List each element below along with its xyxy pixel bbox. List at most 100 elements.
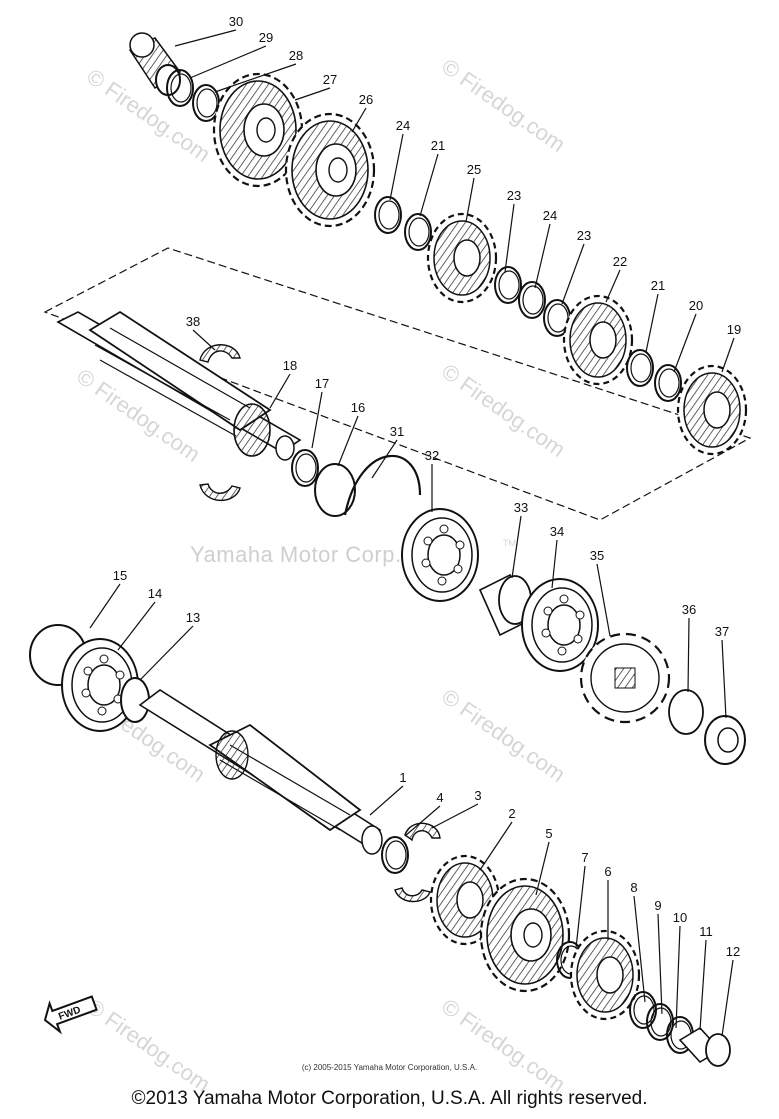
callout-leader-17: [311, 391, 323, 449]
callout-leader-24: [534, 223, 551, 289]
callout-leader-29: [189, 45, 267, 79]
part-18-main-axle: [56, 310, 302, 461]
callout-23: 23: [577, 228, 591, 243]
callout-leader-5: [535, 841, 550, 896]
watermark-site: © Firedog.com: [82, 994, 215, 1097]
watermark-site: © Firedog.com: [437, 994, 570, 1097]
callout-leader-30: [174, 29, 237, 47]
part-24-circlip: [374, 196, 402, 234]
callout-17: 17: [315, 376, 329, 391]
callout-leader-2: [479, 821, 513, 871]
part-36-lock-washer: [668, 689, 704, 735]
callout-leader-36: [687, 617, 690, 693]
callout-38: 38: [186, 314, 200, 329]
part-13-seal: [120, 677, 150, 723]
part-23-washer: [494, 266, 522, 304]
callout-1: 1: [399, 770, 406, 785]
part-35-sprocket: [579, 632, 671, 724]
callout-24: 24: [396, 118, 410, 133]
callout-leader-27: [294, 87, 331, 101]
callout-18: 18: [283, 358, 297, 373]
callout-leader-35: [596, 563, 611, 637]
callout-19: 19: [727, 322, 741, 337]
callout-leader-15: [89, 583, 121, 629]
callout-16: 16: [351, 400, 365, 415]
part-9-circlip: [646, 1003, 674, 1041]
callout-leader-1: [369, 785, 404, 816]
watermark-site: © Firedog.com: [437, 359, 570, 462]
callout-13: 13: [186, 610, 200, 625]
callout-leader-23: [561, 243, 585, 305]
watermark-site: © Firedog.com: [437, 684, 570, 787]
callout-34: 34: [550, 524, 564, 539]
part-12-cap: [705, 1033, 731, 1067]
callout-leader-4: [404, 805, 441, 837]
callout-4: 4: [436, 790, 443, 805]
part-24-circlip: [518, 281, 546, 319]
callout-9: 9: [654, 898, 661, 913]
callout-leader-lines: [89, 29, 735, 1037]
callout-leader-16: [337, 415, 359, 467]
part-31-circlip: [343, 455, 422, 516]
part-38-circlip-lower: [199, 483, 241, 502]
part-16-oil-seal: [314, 463, 356, 517]
callout-23: 23: [507, 188, 521, 203]
callout-leader-3: [431, 803, 479, 829]
part-19-gear: [676, 364, 748, 456]
callout-leader-31: [371, 439, 398, 479]
watermark-site: © Firedog.com: [437, 54, 570, 157]
part-21-washer: [404, 213, 432, 251]
callout-12: 12: [726, 944, 740, 959]
callout-leader-11: [699, 939, 707, 1031]
callout-6: 6: [604, 864, 611, 879]
callout-26: 26: [359, 92, 373, 107]
part-5-gear: [479, 877, 571, 993]
callout-leader-23: [504, 203, 515, 273]
part-17-washer: [291, 449, 319, 487]
callout-14: 14: [148, 586, 162, 601]
upper-gear-stack: [128, 32, 748, 456]
watermark-tm: TM: [503, 538, 516, 548]
callout-leader-21: [419, 153, 439, 217]
callout-leader-22: [605, 269, 621, 303]
callout-8: 8: [630, 880, 637, 895]
callout-leader-9: [657, 913, 663, 1015]
part-4-circlip: [381, 836, 409, 874]
part-3-circlip: [404, 822, 441, 842]
callout-leader-13: [139, 625, 194, 681]
callout-leader-37: [721, 639, 727, 719]
callout-22: 22: [613, 254, 627, 269]
callout-leader-12: [721, 959, 734, 1037]
part-37-nut: [704, 715, 746, 765]
callout-37: 37: [715, 624, 729, 639]
callout-21: 21: [651, 278, 665, 293]
callout-leader-24: [389, 133, 404, 201]
callout-leader-20: [673, 313, 697, 373]
callout-33: 33: [514, 500, 528, 515]
callout-2: 2: [508, 806, 515, 821]
callout-leader-21: [645, 293, 659, 353]
callout-leader-28: [214, 63, 297, 93]
callout-20: 20: [689, 298, 703, 313]
part-26-gear: [284, 112, 376, 228]
callout-leader-33: [511, 515, 522, 579]
footer-copyright: ©2013 Yamaha Motor Corporation, U.S.A. A…: [131, 1088, 648, 1109]
part-32-bearing: [401, 508, 479, 602]
callout-27: 27: [323, 72, 337, 87]
callout-11: 11: [699, 924, 713, 939]
callout-leader-19: [721, 337, 735, 373]
callout-30: 30: [229, 14, 243, 29]
callout-15: 15: [113, 568, 127, 583]
callout-31: 31: [390, 424, 404, 439]
callout-leader-10: [675, 925, 681, 1029]
callout-28: 28: [289, 48, 303, 63]
callout-labels: 3029282726242125232423222120193818171631…: [113, 14, 741, 959]
small-copyright: (c) 2005-2015 Yamaha Motor Corporation, …: [301, 1063, 478, 1072]
part-21-washer: [626, 349, 654, 387]
callout-leader-18: [269, 373, 291, 409]
part-3-circlip-lower: [394, 887, 431, 903]
assembly-outline: [43, 247, 752, 521]
callout-5: 5: [545, 826, 552, 841]
callout-leader-14: [117, 601, 156, 651]
